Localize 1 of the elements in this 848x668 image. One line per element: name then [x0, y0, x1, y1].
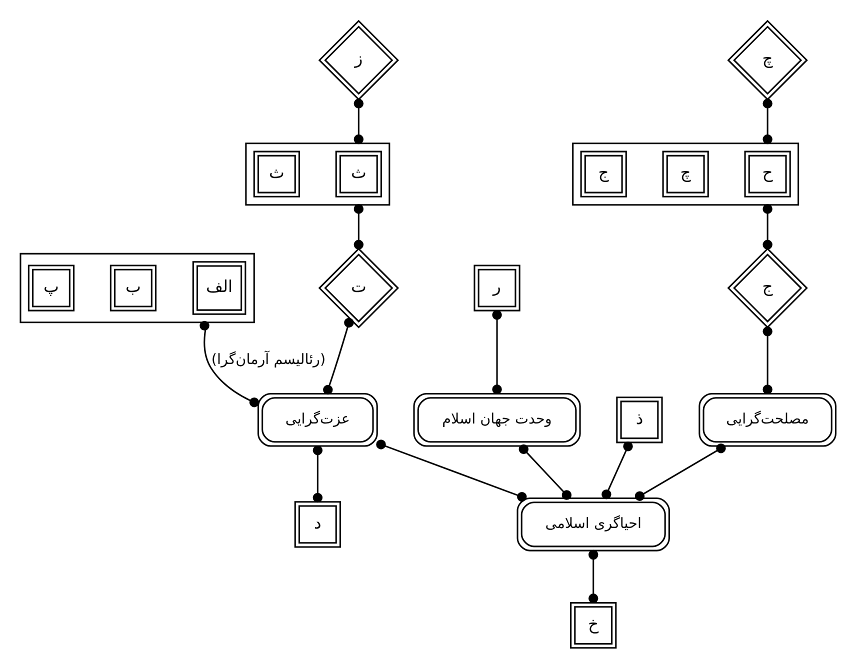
- edge-label: (رئالیسم آرمان‌گرا): [211, 352, 326, 368]
